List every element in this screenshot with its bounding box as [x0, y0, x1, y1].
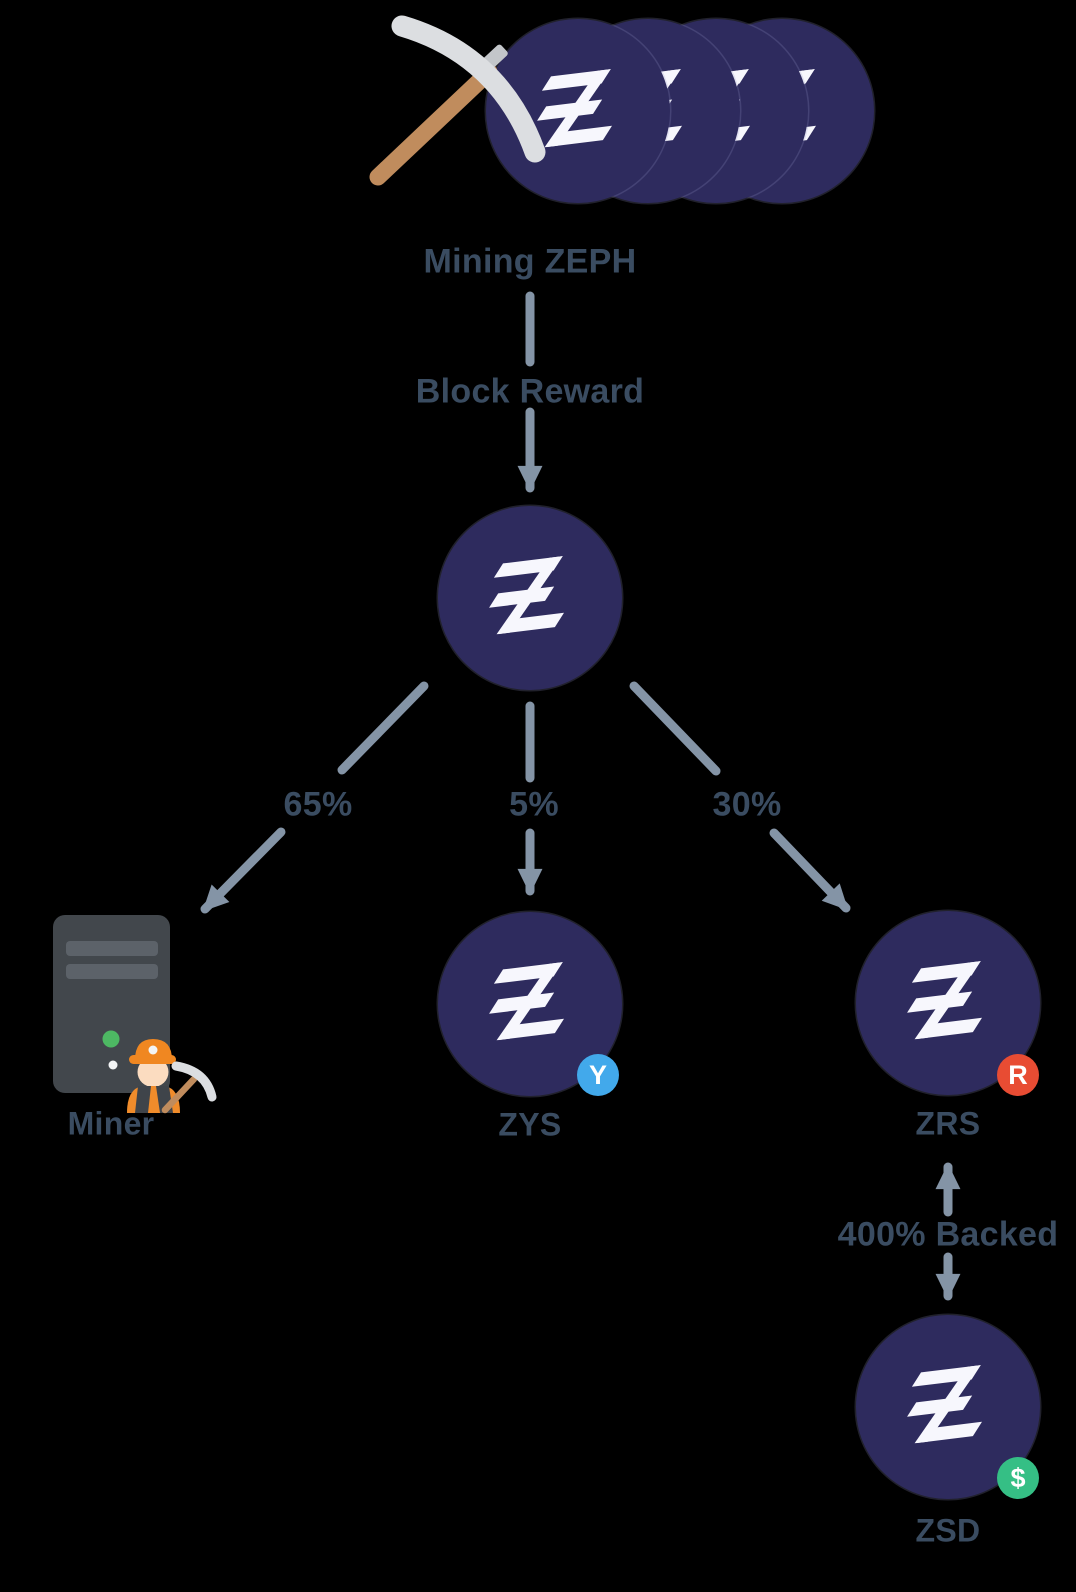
mini-pickaxe-blade [171, 1061, 217, 1102]
branch-30-arrow [629, 681, 851, 913]
miner-hat-lamp [148, 1045, 158, 1055]
zeph-logo-icon [483, 957, 577, 1051]
miner-icon [127, 1039, 217, 1114]
server-slot-1 [66, 941, 158, 956]
stable-badge-icon: $ [997, 1457, 1039, 1499]
miner-face [137, 1057, 169, 1087]
reserve-badge-glyph: R [1008, 1059, 1028, 1090]
yield-badge-glyph: Y [588, 1059, 607, 1090]
reserve-badge-icon: R [997, 1054, 1039, 1096]
yield-badge-icon: Y [577, 1054, 619, 1096]
server-slot-2 [66, 964, 158, 979]
backing-label: 400% Backed [837, 1215, 1059, 1254]
miner-vest-strap-left [135, 1086, 151, 1113]
zys-label: ZYS [498, 1106, 562, 1143]
miner-hat-brim [129, 1055, 176, 1064]
branch-30-percent-label: 30% [712, 785, 782, 824]
stable-badge-glyph: $ [1010, 1462, 1026, 1493]
mini-pickaxe-handle [161, 1075, 198, 1114]
zeph-coin-icon [486, 19, 670, 203]
block-reward-label: Block Reward [415, 372, 645, 411]
mining-zeph-label: Mining ZEPH [423, 242, 637, 281]
branch-5-percent-label: 5% [509, 785, 559, 824]
zsd-label: ZSD [915, 1512, 981, 1549]
zeph-logo-icon [531, 64, 625, 158]
branch-65-arrow-lower [200, 827, 286, 914]
zeph-logo-icon [483, 551, 577, 645]
server-led-white [108, 1060, 118, 1070]
zeph-logo-icon [901, 1360, 995, 1454]
server-led-green [102, 1030, 120, 1048]
branch-65-arrow-upper [337, 681, 429, 775]
miner-label: Miner [67, 1105, 155, 1142]
zeph-logo-icon [901, 956, 995, 1050]
branch-30-arrow-lower [769, 828, 851, 913]
branch-30-arrow-upper [629, 681, 721, 776]
branch-65-arrow [200, 681, 429, 914]
zeph-coin-icon [438, 506, 622, 690]
branch-65-percent-label: 65% [283, 785, 353, 824]
zrs-label: ZRS [915, 1105, 981, 1142]
